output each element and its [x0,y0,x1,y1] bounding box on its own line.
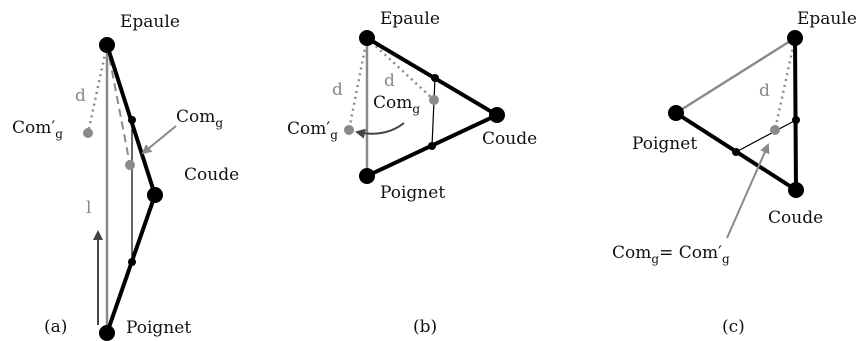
label-d-2: d [384,71,395,91]
label-poignet: Poignet [632,134,697,154]
wrist-joint [668,105,684,121]
com-pointer [141,125,177,155]
shoulder-wrist-line [675,36,796,115]
com-pointer [726,143,770,239]
com-prime-point [83,128,93,138]
shoulder-joint [359,30,375,46]
label-coude: Coude [768,208,823,228]
label-com-equal: Comg= Com′g [612,243,730,266]
elbow-joint [788,182,804,198]
label-l: l [86,198,91,218]
com-g-point [429,95,439,105]
distance-line-2 [366,37,435,101]
panel-a: Epaule Coude Poignet d l Comg Com′g (a) [12,12,239,341]
label-d: d [759,81,770,101]
forearm-com [128,258,136,266]
forearm-com [732,148,740,156]
elbow-joint [489,107,505,123]
arm-links [105,44,158,334]
label-com-g: Comg [373,93,420,116]
label-epaule: Epaule [120,12,180,32]
label-epaule: Epaule [380,9,440,29]
forearm-com [428,142,436,150]
label-poignet: Poignet [380,183,445,203]
com-dashed-line [106,44,131,166]
label-com-g: Comg [176,107,223,130]
caption-c: (c) [722,317,745,337]
label-coude: Coude [482,129,537,149]
upper-arm-com [431,74,439,82]
caption-a: (a) [44,317,67,337]
label-com-prime: Com′g [287,119,338,142]
com-segment [735,119,797,153]
label-com-prime: Com′g [12,118,63,141]
distance-line [86,44,109,134]
label-coude: Coude [184,165,239,185]
arm-links [674,37,799,194]
com-g-point [125,160,135,170]
distance-line [773,37,797,131]
com-segment [431,77,436,147]
wrist-joint [359,168,375,184]
rotation-arrow [355,122,405,139]
label-epaule: Epaule [797,9,857,29]
com-prime-point [344,125,354,135]
upper-arm-com [792,116,800,124]
caption-b: (b) [413,317,437,337]
label-d: d [75,86,86,106]
panel-c: Epaule Coude Poignet d Comg= Com′g (c) [612,9,857,337]
wrist-joint [99,325,115,341]
label-d-1: d [332,80,343,100]
upper-arm-com [128,116,136,124]
shoulder-joint [787,30,803,46]
shoulder-joint [99,37,115,53]
panel-b: Epaule Coude Poignet d d Comg Com′g (b) [287,9,537,337]
com-g-point [770,125,780,135]
elbow-joint [147,187,163,203]
label-poignet: Poignet [126,318,191,338]
distance-line-1 [347,37,369,131]
